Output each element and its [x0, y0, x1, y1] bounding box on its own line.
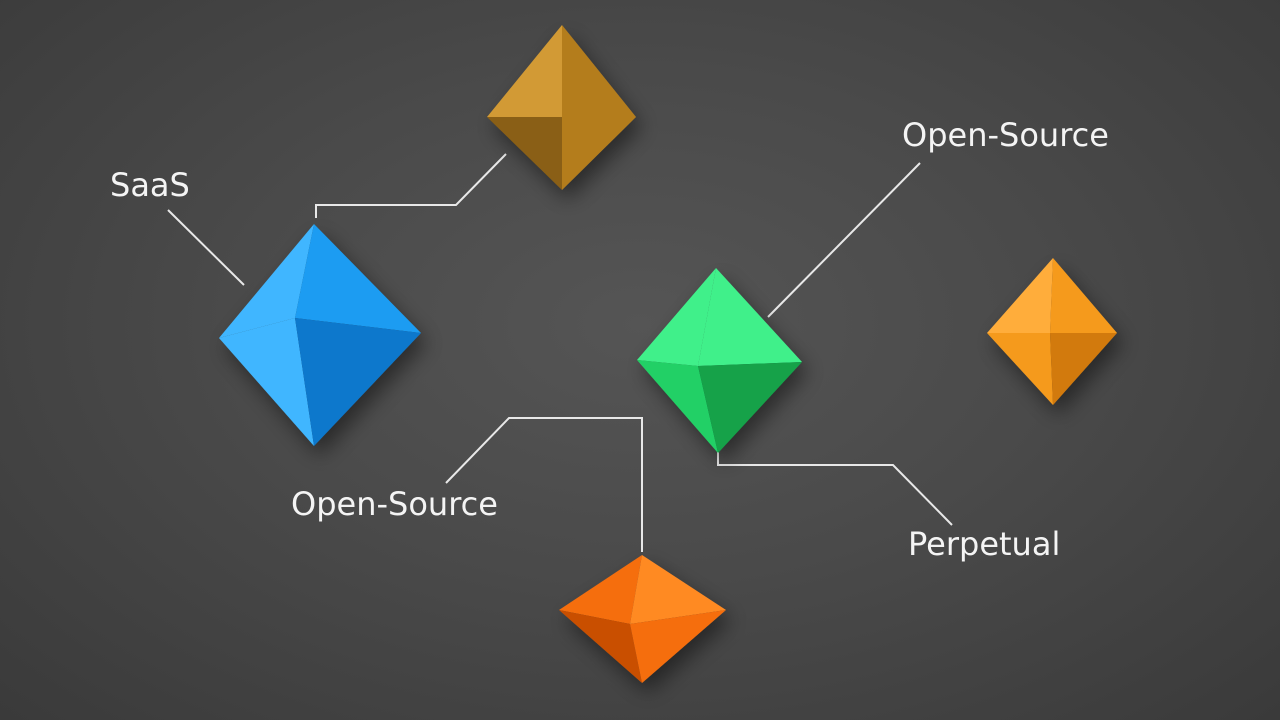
blue-gem-icon	[219, 224, 421, 446]
connector-saas-label	[167, 209, 245, 286]
amber-gem-icon	[987, 258, 1117, 405]
label-open-source-bottom: Open-Source	[291, 485, 498, 523]
label-open-source-top: Open-Source	[902, 116, 1109, 154]
green-gem-icon	[637, 268, 802, 453]
gold-gem-icon	[487, 25, 636, 190]
orange-gem-icon	[559, 555, 726, 683]
connector-saas-to-gold	[315, 153, 507, 218]
connector-open-source-bottom	[445, 417, 643, 552]
label-perpetual: Perpetual	[908, 525, 1060, 563]
connector-perpetual	[717, 452, 953, 526]
label-saas: SaaS	[110, 166, 190, 204]
connector-open-source-top	[767, 162, 921, 318]
